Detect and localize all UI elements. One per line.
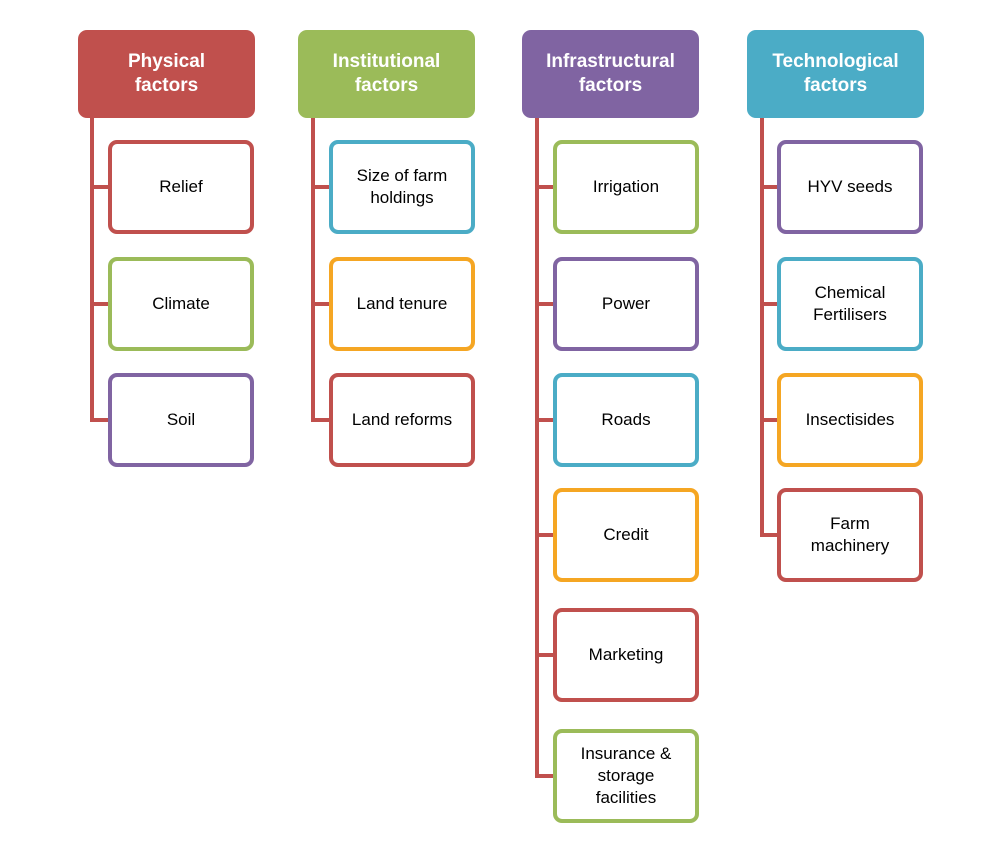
connector-branch xyxy=(760,418,777,422)
factor-item: Size of farm holdings xyxy=(329,140,475,234)
connector-branch xyxy=(90,302,108,306)
factor-item: Insurance & storage facilities xyxy=(553,729,699,823)
connector-branch xyxy=(311,302,329,306)
connector-branch xyxy=(535,774,553,778)
column-header: Institutional factors xyxy=(298,30,475,118)
connector-branch xyxy=(535,533,553,537)
factor-item: Credit xyxy=(553,488,699,582)
connector-branch xyxy=(90,418,108,422)
connector-trunk xyxy=(311,118,315,422)
factor-item: Land reforms xyxy=(329,373,475,467)
connector-trunk xyxy=(90,118,94,422)
factor-item: Marketing xyxy=(553,608,699,702)
connector-branch xyxy=(535,302,553,306)
factor-item: Irrigation xyxy=(553,140,699,234)
factor-item: Insectisides xyxy=(777,373,923,467)
factor-item: Power xyxy=(553,257,699,351)
factor-item: Relief xyxy=(108,140,254,234)
factor-item: Farm machinery xyxy=(777,488,923,582)
connector-branch xyxy=(311,185,329,189)
connector-trunk xyxy=(535,118,539,778)
connector-branch xyxy=(90,185,108,189)
factor-item: Climate xyxy=(108,257,254,351)
connector-branch xyxy=(535,418,553,422)
connector-branch xyxy=(760,185,777,189)
column-header: Infrastructural factors xyxy=(522,30,699,118)
factor-item: HYV seeds xyxy=(777,140,923,234)
factor-item: Roads xyxy=(553,373,699,467)
column-header: Technological factors xyxy=(747,30,924,118)
connector-trunk xyxy=(760,118,764,537)
connector-branch xyxy=(535,185,553,189)
connector-branch xyxy=(760,533,777,537)
column-header: Physical factors xyxy=(78,30,255,118)
connector-branch xyxy=(311,418,329,422)
factor-item: Chemical Fertilisers xyxy=(777,257,923,351)
connector-branch xyxy=(535,653,553,657)
connector-branch xyxy=(760,302,777,306)
factor-item: Soil xyxy=(108,373,254,467)
factor-item: Land tenure xyxy=(329,257,475,351)
